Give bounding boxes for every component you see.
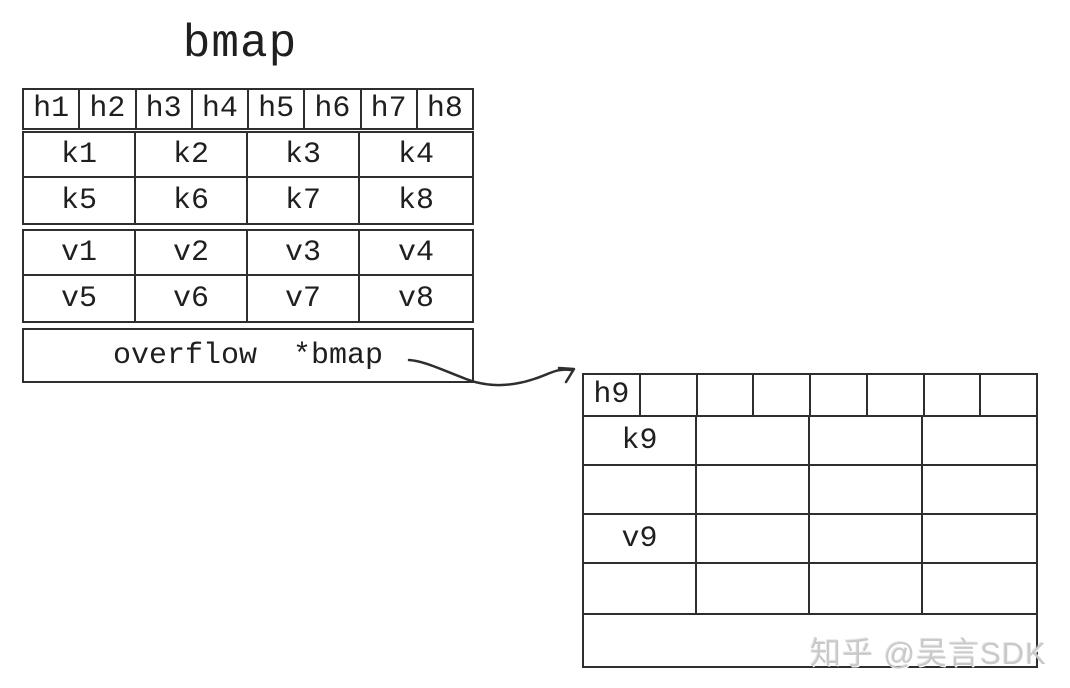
tophash-cell: h7 (362, 90, 418, 128)
key-cell (697, 417, 810, 466)
tophash-cell: h3 (137, 90, 193, 128)
value-cell (810, 515, 923, 564)
value-cell: v4 (360, 231, 472, 276)
tophash-cell (925, 375, 982, 415)
key-cell: k2 (136, 133, 248, 178)
tophash-cell (698, 375, 755, 415)
value-cell: v9 (584, 515, 697, 564)
key-cell: k3 (248, 133, 360, 178)
main-bucket-values-grid: v1 v2 v3 v4 v5 v6 v7 v8 (22, 229, 474, 323)
value-cell: v1 (24, 231, 136, 276)
key-cell: k5 (24, 178, 136, 223)
main-bucket-tophash-row: h1 h2 h3 h4 h5 h6 h7 h8 (22, 88, 474, 130)
tophash-cell: h8 (426, 92, 463, 126)
key-cell (810, 466, 923, 515)
value-cell (584, 564, 697, 613)
main-bucket-overflow-row: overflow *bmap (22, 328, 474, 383)
watermark: 知乎 @吴言SDK (810, 636, 1047, 671)
value-cell (923, 515, 1036, 564)
key-cell (810, 417, 923, 466)
tophash-cell (981, 375, 1036, 415)
key-cell (584, 466, 697, 515)
key-cell: k4 (360, 133, 472, 178)
main-bucket-keys-grid: k1 k2 k3 k4 k5 k6 k7 k8 (22, 131, 474, 225)
value-cell: v2 (136, 231, 248, 276)
tophash-cell: h9 (584, 375, 641, 415)
tophash-cell (641, 375, 698, 415)
key-cell: k6 (136, 178, 248, 223)
key-cell: k8 (397, 183, 434, 218)
value-cell: v6 (136, 276, 248, 321)
overflow-pointer-label: overflow *bmap (112, 338, 384, 373)
overflow-bucket-body-grid: k9 v9 (582, 415, 1038, 615)
tophash-cell (811, 375, 868, 415)
tophash-cell: h5 (249, 90, 306, 128)
diagram-title: bmap (182, 18, 298, 70)
value-cell: v7 (248, 276, 360, 321)
value-cell: v5 (24, 276, 136, 321)
value-cell: v8 (397, 281, 434, 316)
key-cell (923, 466, 1036, 515)
value-cell (697, 515, 810, 564)
value-cell: v3 (248, 231, 360, 276)
value-cell (697, 564, 810, 613)
tophash-cell: h2 (80, 90, 137, 128)
key-cell: k9 (584, 417, 697, 466)
tophash-cell (868, 375, 925, 415)
overflow-bucket-overflow-row (582, 613, 1038, 668)
tophash-cell: h6 (305, 90, 362, 128)
key-cell: k7 (248, 178, 360, 223)
value-cell (810, 564, 923, 613)
overflow-bucket-tophash-row: h9 (582, 373, 1038, 417)
tophash-cell: h4 (193, 90, 249, 128)
value-cell (923, 564, 1036, 613)
key-cell: k1 (24, 133, 136, 178)
key-cell (923, 417, 1036, 466)
key-cell (697, 466, 810, 515)
tophash-cell (754, 375, 811, 415)
tophash-cell: h1 (24, 90, 81, 128)
